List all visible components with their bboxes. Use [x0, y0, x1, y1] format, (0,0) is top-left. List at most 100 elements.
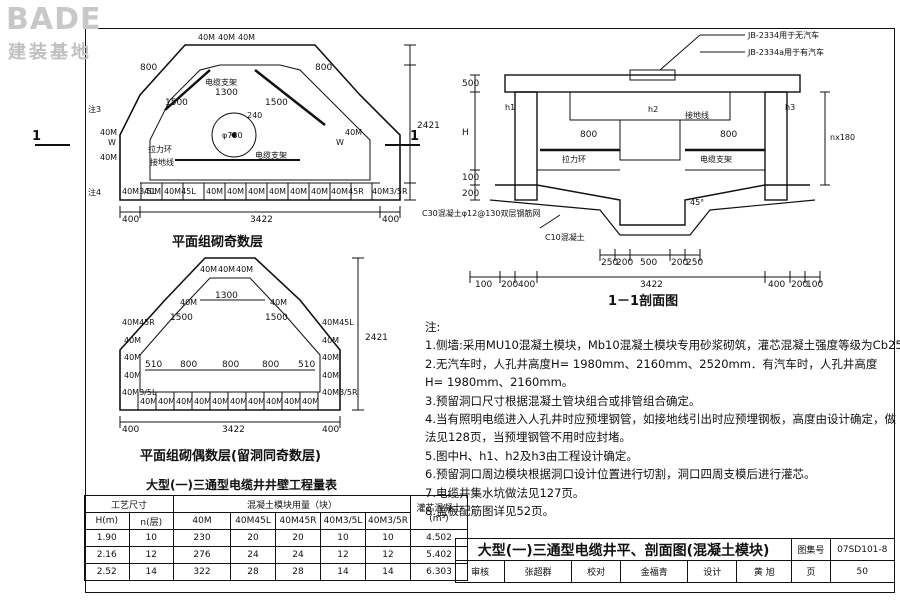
- plan-odd-bracket-label: 电缆支架: [205, 77, 237, 87]
- note-line-10: 8.盖板配筋图详见52页。: [425, 504, 555, 519]
- section-bracket: 电缆支架: [700, 154, 732, 164]
- title-block-page-no: 50: [829, 560, 895, 583]
- qty-cell: 14: [128, 563, 174, 581]
- plan-even-top-3: 40M: [236, 265, 253, 274]
- plan-odd-ground: 接地线: [150, 157, 174, 167]
- qty-cell: 10: [365, 529, 411, 547]
- section-dim-500: 500: [462, 79, 479, 89]
- plan-odd-diag-right: 1500: [265, 98, 288, 108]
- plan-odd-bottom-blocks: [119, 183, 373, 200]
- note-line-6: 法见128页，当预埋钢管不用时应封堵。: [425, 430, 631, 445]
- plan-odd-side-dim-left: 800: [140, 63, 157, 73]
- notes-head: 注:: [425, 320, 441, 334]
- plan-odd-note3: 注3: [88, 104, 101, 114]
- plan-odd-dia: φ730: [222, 131, 243, 140]
- qty-fill-unit: (m³): [429, 514, 449, 524]
- plan-even-top-4: 40M: [180, 298, 197, 307]
- section-bd2-5: 400: [768, 280, 785, 290]
- plan-odd-row-10: 40M45R: [331, 187, 364, 196]
- drawing-frame: [85, 28, 895, 593]
- watermark-logo-sub: 建装基地: [8, 42, 92, 63]
- title-block-check-label: 校对: [571, 560, 622, 583]
- plan-odd-side-5: 40M: [345, 128, 362, 137]
- table-row: 2.16 12 276 24 24 12 12 5.402: [84, 546, 468, 564]
- plan-odd-row-3: 40M45L: [164, 187, 196, 196]
- notes-block: 注: 1.侧墙:采用MU10混凝土模块，Mb10混凝土模块专用砂浆砌筑，灌芯混凝…: [425, 318, 900, 520]
- plan-even-side-3: 40M: [124, 353, 141, 362]
- note-line-7: 5.图中H、h1、h2及h3由工程设计确定。: [425, 448, 638, 463]
- section-bd1-3: 500: [640, 258, 657, 268]
- plan-odd-row-8: 40M: [290, 187, 307, 196]
- plan-even-row-9: 40M: [284, 397, 301, 406]
- plan-odd-pull-ring: 拉力环: [148, 144, 172, 154]
- section-h3: h3: [785, 103, 795, 112]
- qty-cell: 230: [173, 529, 231, 547]
- qty-cell: 322: [173, 563, 231, 581]
- section-bd1-5: 250: [686, 258, 703, 268]
- plan-odd-top-label-1: 40M: [198, 33, 215, 42]
- section-bd1-2: 200: [616, 258, 633, 268]
- plan-even-caption: 平面组砌偶数层(留洞同奇数层): [140, 448, 321, 464]
- plan-even-bottom-blocks: [137, 392, 319, 410]
- qty-cell: 2.16: [84, 546, 130, 564]
- plan-odd-manhole: [211, 112, 257, 158]
- plan-even-dim-overall: 3422: [222, 425, 245, 435]
- plan-even-outline: [119, 257, 341, 411]
- plan-even-row-6: 40M: [230, 397, 247, 406]
- plan-even-row-7: 40M: [248, 397, 265, 406]
- plan-even-span-3: 800: [222, 360, 239, 370]
- title-block: 大型(一)三通型电缆井平、剖面图(混凝土模块) 图集号 07SD101-8 审核…: [454, 538, 895, 583]
- plan-odd-row-12: 40M3/5R: [372, 187, 408, 196]
- section-ground: 接地线: [685, 110, 709, 120]
- plan-even-row-3: 40M: [176, 397, 193, 406]
- plan-odd-row-7: 40M: [269, 187, 286, 196]
- plan-odd-dim-left: 400: [122, 215, 139, 225]
- section-bd1-1: 250: [601, 258, 618, 268]
- plan-even-row-5: 40M: [212, 397, 229, 406]
- qty-cell: 14: [320, 563, 366, 581]
- plan-even-span-5: 510: [298, 360, 315, 370]
- section-jb2: JB-2334a用于有汽车: [747, 47, 824, 57]
- section-800-right: 800: [720, 130, 737, 140]
- plan-even-row-4: 40M: [194, 397, 211, 406]
- section-base: C10混凝土: [545, 232, 585, 242]
- plan-even-span-4: 800: [262, 360, 279, 370]
- section-dim-100: 100: [462, 173, 479, 183]
- table-row: 1.90 10 230 20 20 10 10 4.502: [84, 529, 468, 547]
- title-block-review-label: 审核: [454, 560, 506, 583]
- section-bd2-1: 100: [475, 280, 492, 290]
- qty-cell: 28: [230, 563, 276, 581]
- section-caption: 1－1剖面图: [608, 293, 678, 309]
- section-floor: [495, 184, 810, 226]
- plan-even-diag-right: 1500: [265, 313, 288, 323]
- section-bd2-6: 200: [791, 280, 808, 290]
- qty-cell: 12: [128, 546, 174, 564]
- plan-odd-inner-dim: 1300: [215, 88, 238, 98]
- plan-even-side-7: 40M: [322, 336, 339, 345]
- plan-odd-dim-right: 400: [382, 215, 399, 225]
- plan-even-inner: 1300: [215, 291, 238, 301]
- plan-even-dim-left: 400: [122, 425, 139, 435]
- table-row: 2.52 14 322 28 28 14 14 6.303: [84, 563, 468, 581]
- note-line-4: 3.预留洞口尺寸根据混凝土管块组合或排管组合确定。: [425, 393, 701, 408]
- plan-odd-row-5: 40M: [227, 187, 244, 196]
- qty-group-fill: 灌芯混凝土(m³): [410, 495, 468, 530]
- qty-cell: 276: [173, 546, 231, 564]
- qty-col-45r: 40M45R: [275, 512, 321, 530]
- qty-cell: 6.303: [410, 563, 468, 581]
- plan-odd-w-right: W: [336, 138, 344, 147]
- qty-cell: 10: [320, 529, 366, 547]
- quantity-table: 工艺尺寸 混凝土模块用量（块） 灌芯混凝土(m³) H(m) n(层) 40M …: [84, 495, 468, 581]
- section-h1: h1: [505, 103, 515, 112]
- section-base: [489, 199, 816, 236]
- watermark-logo: BADE: [6, 2, 102, 37]
- plan-even-span-2: 800: [180, 360, 197, 370]
- qty-cell: 1.90: [84, 529, 130, 547]
- plan-odd-top-label-3: 40M: [238, 33, 255, 42]
- qty-col-n: n(层): [128, 512, 174, 530]
- plan-even-diag-left: 1500: [170, 313, 193, 323]
- qty-cell: 20: [275, 529, 321, 547]
- plan-even-top-1: 40M: [200, 265, 217, 274]
- section-bd1-4: 200: [671, 258, 688, 268]
